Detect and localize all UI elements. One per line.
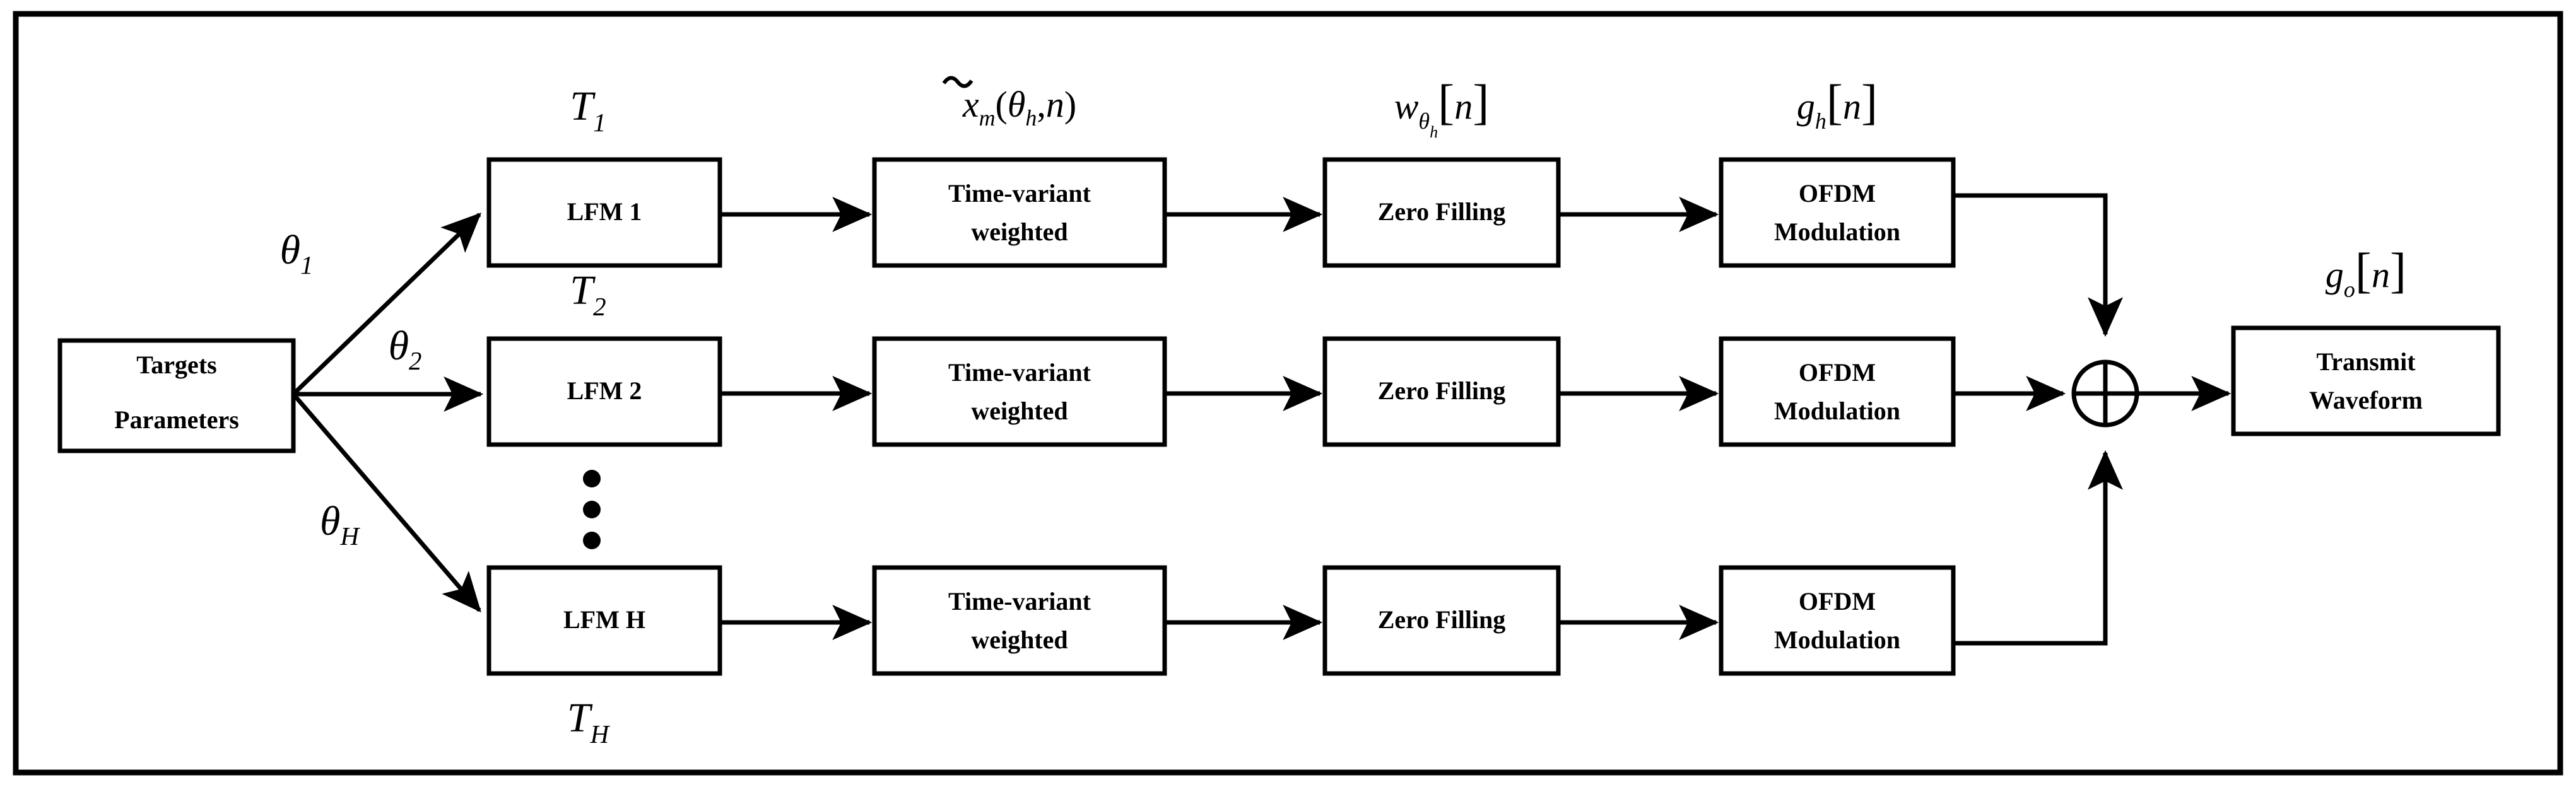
label-g-o: go[n] — [2326, 243, 2406, 302]
lfm-1-label: LFM 1 — [567, 197, 642, 226]
block-lfm-2[interactable]: LFM 2 — [486, 336, 722, 447]
weighting-1-line1: Time-variant — [948, 179, 1091, 207]
label-g-h: gh[n] — [1797, 74, 1878, 134]
lfm-h-label: LFM H — [563, 605, 645, 634]
wire-ofdm1-to-adder — [1953, 193, 2123, 337]
svg-text:θH: θH — [320, 498, 360, 551]
block-lfm-h[interactable]: LFM H — [486, 565, 722, 676]
label-x-tilde-m: xm(θh,n) — [962, 84, 1076, 131]
theta-1-subscript: 1 — [300, 251, 313, 279]
figure-border — [13, 11, 2563, 776]
ofdm-h-line1: OFDM — [1799, 587, 1876, 615]
block-ofdm-modulation-1[interactable]: OFDM Modulation — [1719, 157, 1956, 268]
arrow-targets-to-lfm1 — [291, 213, 482, 396]
weighting-1-line2: weighted — [971, 218, 1067, 246]
label-theta-h: θH — [320, 498, 360, 551]
theta-h-symbol: θ — [320, 498, 340, 544]
block-ofdm-modulation-2[interactable]: OFDM Modulation — [1719, 336, 1956, 447]
weighting-2-line2: weighted — [971, 397, 1067, 425]
transmit-waveform-line2: Waveform — [2309, 386, 2423, 414]
block-time-variant-weighted-1[interactable]: Time-variant weighted — [872, 157, 1167, 268]
label-t2: T2 — [570, 267, 606, 321]
weighting-h-line1: Time-variant — [948, 587, 1091, 615]
theta-2-symbol: θ — [389, 323, 409, 369]
lfm-2-label: LFM 2 — [567, 376, 642, 405]
theta-2-subscript: 2 — [409, 347, 421, 375]
adder-node[interactable] — [2071, 359, 2139, 428]
block-zero-filling-1[interactable]: Zero Filling — [1322, 157, 1561, 268]
zero-filling-1-label: Zero Filling — [1378, 197, 1506, 226]
targets-parameters-line2: Parameters — [114, 405, 239, 434]
vertical-ellipsis-icon — [583, 470, 601, 549]
label-theta-2: θ2 — [389, 323, 422, 375]
ofdm-1-line2: Modulation — [1774, 218, 1900, 246]
arrow-targets-to-lfmh — [291, 392, 481, 613]
block-targets-parameters[interactable]: Targets Parameters — [57, 338, 296, 453]
block-time-variant-weighted-2[interactable]: Time-variant weighted — [872, 336, 1167, 447]
svg-text:θ2: θ2 — [389, 323, 422, 375]
ofdm-2-line1: OFDM — [1799, 358, 1876, 387]
targets-parameters-line1: Targets — [136, 351, 216, 379]
zero-filling-h-label: Zero Filling — [1378, 605, 1506, 634]
ofdm-h-line2: Modulation — [1774, 626, 1900, 654]
block-time-variant-weighted-h[interactable]: Time-variant weighted — [872, 565, 1167, 676]
theta-1-symbol: θ — [280, 227, 300, 273]
svg-text:θ1: θ1 — [280, 227, 314, 279]
zero-filling-2-label: Zero Filling — [1378, 376, 1506, 405]
weighting-h-line2: weighted — [971, 626, 1067, 654]
block-lfm-1[interactable]: LFM 1 — [486, 157, 722, 268]
transmit-waveform-line1: Transmit — [2316, 347, 2416, 376]
ofdm-1-line1: OFDM — [1799, 179, 1876, 207]
tilde-accent-icon — [942, 76, 973, 88]
block-zero-filling-2[interactable]: Zero Filling — [1322, 336, 1561, 447]
block-transmit-waveform[interactable]: Transmit Waveform — [2231, 325, 2501, 436]
block-zero-filling-h[interactable]: Zero Filling — [1322, 565, 1561, 676]
block-ofdm-modulation-h[interactable]: OFDM Modulation — [1719, 565, 1956, 676]
label-th: TH — [567, 695, 611, 749]
weighting-2-line1: Time-variant — [948, 358, 1091, 387]
wire-ofdmh-to-adder — [1953, 450, 2123, 646]
theta-h-subscript: H — [339, 522, 360, 551]
label-w-theta-h: wθh[n] — [1394, 74, 1490, 141]
label-t1: T1 — [570, 83, 606, 137]
label-theta-1: θ1 — [280, 227, 314, 279]
ofdm-2-line2: Modulation — [1774, 397, 1900, 425]
